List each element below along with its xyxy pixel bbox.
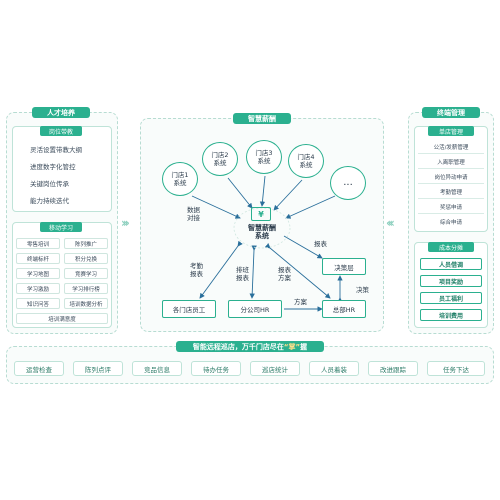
cost-item: 员工福利 [420,292,482,304]
mobile-cell: 知识问答 [16,298,60,309]
inspection-item: 竞品信息 [132,361,182,376]
store-mgmt-item: 公活/发薪管理 [418,140,484,154]
label-data-link: 数据对接 [187,206,200,222]
mobile-cell: 终端标杆 [16,253,60,264]
remote-inspection-title: 智能远程巡店，万千门店尽在“掌”握 [176,341,324,352]
smart-salary-title: 智慧薪酬 [233,113,291,124]
link-hub-branch [249,245,257,299]
store-staff-box: 各门店员工 [162,300,216,318]
decision-layer-box: 决策层 [322,258,366,275]
post-teaching-section [12,126,112,212]
branch-hr-box: 分公司HR [228,300,282,318]
store-mgmt-tag: 单店管理 [428,126,474,136]
salary-hub-icon: ¥ [251,207,271,221]
label-plan: 方案 [294,298,307,306]
link-hub-decision [283,235,323,259]
hq-hr-box: 总部HR [322,300,366,318]
mobile-cell: 竞赛学习 [64,268,108,279]
chevron-left-icon: ‹‹‹ [386,216,395,230]
salary-hub-label: 智慧薪酬系统 [248,224,276,240]
post-teaching-tag: 岗位带教 [40,126,82,136]
inspection-item: 改进跟踪 [368,361,418,376]
store-mgmt-item: 奖惩申请 [418,200,484,214]
store-mgmt-section [414,126,488,232]
link-store1-hub [191,195,241,219]
cost-item: 项目奖励 [420,275,482,287]
label-schedule-report: 排班报表 [236,266,249,282]
store-mgmt-item: 岗位异动申请 [418,170,484,184]
inspection-item: 任务下达 [427,361,485,376]
mobile-learning-tag: 移动学习 [40,222,82,232]
cost-share-tag: 成本分摊 [428,242,474,252]
cost-item: 培训费用 [420,309,482,321]
link-store3-hub [259,175,266,207]
mobile-cell-wide: 培训满意度 [16,313,108,324]
terminal-mgmt-title: 终端管理 [422,107,480,118]
label-attendance-report: 考勤报表 [190,262,203,278]
inspection-item: 陈列点评 [73,361,123,376]
link-store4-hub [273,179,303,211]
mobile-cell: 陈列推广 [64,238,108,249]
label-report-plan: 报表方案 [278,266,291,282]
link-store2-hub [227,177,253,209]
chevron-right-icon: ››› [121,216,130,230]
label-decision: 决策 [356,286,369,294]
mobile-cell: 学习激励 [16,283,60,294]
post-item: 能力持续迭代 [30,197,69,205]
store-mgmt-item: 入离职管理 [418,155,484,169]
cost-item: 人员借调 [420,258,482,270]
talent-title: 人才培养 [32,107,90,118]
hub-ring [233,207,291,249]
mobile-cell: 培训数据分析 [64,298,108,309]
more-stores-node: ... [330,166,366,200]
label-report: 报表 [314,240,327,248]
mobile-cell: 积分兑换 [64,253,108,264]
link-hub-hq [264,243,331,299]
mobile-cell: 学习排行榜 [64,283,108,294]
post-item: 关键岗位传承 [30,180,69,188]
inspection-item: 巡店统计 [250,361,300,376]
store-mgmt-item: 综合申请 [439,220,462,226]
store-mgmt-item: 考勤管理 [418,185,484,199]
mobile-cell: 零售培训 [16,238,60,249]
inspection-item: 人员着装 [309,361,359,376]
inspection-item: 待办任务 [191,361,241,376]
inspection-item: 运营检查 [14,361,64,376]
post-item: 灵活设置带教大纲 [30,146,82,154]
link-more-hub [285,195,336,219]
mobile-cell: 学习地图 [16,268,60,279]
post-item: 进度数字化管控 [30,163,76,171]
link-hub-staff [199,240,243,299]
